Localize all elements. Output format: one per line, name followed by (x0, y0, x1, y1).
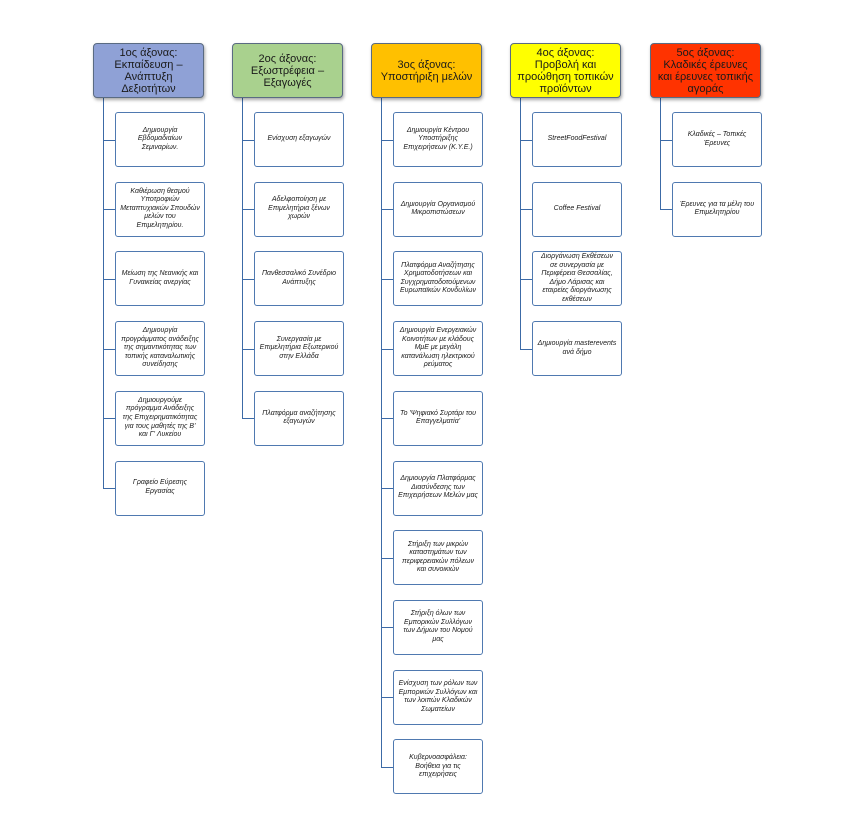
action-item: Συνεργασία με Επιμελητήρια Εξωτερικού στ… (254, 321, 344, 377)
connector-trunk (660, 98, 661, 210)
action-item: Πλατφόρμα αναζήτησης εξαγωγών (254, 390, 344, 446)
connector-branch (103, 278, 115, 280)
action-item-label: Διοργάνωση Εκθέσεων σε συνεργασία με Περ… (541, 253, 613, 304)
action-item-label: Δημιουργία masterevents ανά δήμο (537, 340, 617, 356)
connector-branch (660, 209, 672, 211)
action-item: Αδελφοποίηση με Επιμελητήρια ξένων χωρών (254, 181, 344, 237)
action-item: Στήριξη όλων των Εμπορικών Συλλόγων των … (393, 599, 483, 655)
connector-branch (520, 209, 532, 211)
connector-branch (381, 697, 393, 699)
action-item-label: Ενίσχυση εξαγωγών (267, 135, 331, 143)
action-item-label: Δημιουργία Οργανισμού Μικροπιστώσεων (400, 200, 476, 217)
action-item: Δημιουργία Ενεργειακών Κοινοτήτων με κλά… (393, 321, 483, 377)
axis-title: 4ος άξονας: Προβολή και προώθηση τοπικών… (517, 46, 614, 95)
action-item-label: Δημιουργία Εβδομαδιαίων Σεμιναρίων. (137, 126, 183, 151)
action-item: Coffee Festival (532, 181, 622, 237)
action-item-label: Καθιέρωση θεσμού Υποτροφιών Μεταπτυχιακώ… (120, 187, 200, 230)
connector-branch (242, 418, 254, 420)
action-item-label: Έρευνες για τα μέλη του Επιμελητηρίου (679, 200, 755, 217)
axis-header: 2ος άξονας: Εξωστρέφεια – Εξαγωγές (232, 43, 343, 98)
connector-branch (381, 278, 393, 280)
action-item-label: Δημιουργία Ενεργειακών Κοινοτήτων με κλά… (399, 327, 477, 369)
axis-header: 1ος άξονας: Εκπαίδευση – Ανάπτυξη Δεξιοτ… (93, 43, 204, 98)
action-item-label: StreetFoodFestival (547, 135, 607, 143)
action-item: Ενίσχυση των ρόλων των Εμπορικών Συλλόγω… (393, 669, 483, 725)
action-item: Ενίσχυση εξαγωγών (254, 112, 344, 167)
action-item-label: Μείωση της Νεανικής και Γυναικείας ανεργ… (121, 270, 199, 286)
connector-trunk (381, 98, 382, 767)
connector-branch (381, 139, 393, 141)
action-item-label: Δημιουργία Κέντρου Υποστήριξης Επιχειρήσ… (403, 126, 473, 151)
connector-trunk (520, 98, 521, 349)
action-item: StreetFoodFestival (532, 112, 622, 167)
action-item-label: Στήριξη των μικρών καταστημάτων των περι… (402, 540, 474, 574)
action-item: Καθιέρωση θεσμού Υποτροφιών Μεταπτυχιακώ… (115, 181, 205, 237)
connector-branch (381, 766, 393, 768)
action-item: Δημιουργία masterevents ανά δήμο (532, 321, 622, 377)
action-item-label: Coffee Festival (553, 204, 601, 212)
action-item: Έρευνες για τα μέλη του Επιμελητηρίου (672, 181, 762, 237)
action-item-label: Αδελφοποίηση με Επιμελητήρια ξένων χωρών (268, 196, 330, 221)
action-item: Δημιουργία Πλατφόρμας Διασύνδεσης των Επ… (393, 460, 483, 516)
action-item-label: Πλατφόρμα αναζήτησης εξαγωγών (262, 409, 336, 426)
action-item-label: Πλατφόρμα Αναζήτησης Χρηματοδοτήσεων και… (400, 261, 476, 295)
connector-branch (381, 348, 393, 350)
axis-title: 1ος άξονας: Εκπαίδευση – Ανάπτυξη Δεξιοτ… (114, 46, 183, 95)
connector-branch (520, 139, 532, 141)
action-item-label: Το 'Ψηφιακό Συρτάρι του Επαγγελματία' (399, 409, 477, 426)
action-item-label: Γραφείο Εύρεσης Εργασίας (132, 479, 188, 495)
action-item-label: Δημιουργία Πλατφόρμας Διασύνδεσης των Επ… (398, 475, 478, 500)
action-item: Δημιουργούμε πρόγραμμα Ανάδειξης της Επι… (115, 390, 205, 446)
action-item: Δημιουργία Κέντρου Υποστήριξης Επιχειρήσ… (393, 112, 483, 167)
connector-branch (242, 278, 254, 280)
connector-trunk (103, 98, 104, 488)
action-item: Μείωση της Νεανικής και Γυναικείας ανεργ… (115, 251, 205, 307)
action-item-label: Ενίσχυση των ρόλων των Εμπορικών Συλλόγω… (398, 679, 478, 713)
connector-branch (103, 488, 115, 489)
action-item-label: Κλαδικές – Τοπικές Έρευνες (687, 130, 747, 147)
connector-branch (381, 557, 393, 559)
axis-title: 2ος άξονας: Εξωστρέφεια – Εξαγωγές (250, 52, 325, 89)
connector-branch (381, 627, 393, 629)
connector-branch (381, 418, 393, 420)
action-item: Στήριξη των μικρών καταστημάτων των περι… (393, 530, 483, 586)
connector-branch (520, 278, 532, 280)
axis-header: 4ος άξονας: Προβολή και προώθηση τοπικών… (510, 43, 621, 98)
action-item: Δημιουργία Εβδομαδιαίων Σεμιναρίων. (115, 112, 205, 167)
connector-branch (103, 418, 115, 420)
action-item: Δημιουργία Οργανισμού Μικροπιστώσεων (393, 181, 483, 237)
axis-header: 5ος άξονας: Κλαδικές έρευνες και έρευνες… (650, 43, 761, 98)
action-item: Γραφείο Εύρεσης Εργασίας (115, 460, 205, 516)
action-item-label: Συνεργασία με Επιμελητήρια Εξωτερικού στ… (259, 335, 339, 360)
action-item: Δημιουργία προγράμματος ανάδειξης της ση… (115, 321, 205, 377)
action-item: Διοργάνωση Εκθέσεων σε συνεργασία με Περ… (532, 251, 622, 307)
connector-branch (242, 139, 254, 141)
action-item-label: Κυβερνοασφάλεια: Βοήθεια για τις επιχειρ… (409, 753, 467, 779)
connector-branch (381, 209, 393, 211)
action-item: Κυβερνοασφάλεια: Βοήθεια για τις επιχειρ… (393, 739, 483, 795)
action-item-label: Στήριξη όλων των Εμπορικών Συλλόγων των … (403, 610, 473, 643)
axis-title: 5ος άξονας: Κλαδικές έρευνες και έρευνες… (657, 46, 754, 95)
connector-trunk (242, 98, 243, 419)
action-item: Πλατφόρμα Αναζήτησης Χρηματοδοτήσεων και… (393, 251, 483, 307)
action-item: Πανθεσσαλικό Συνέδριο Ανάπτυξης (254, 251, 344, 307)
action-item-label: Δημιουργία προγράμματος ανάδειξης της ση… (121, 327, 199, 369)
action-item: Το 'Ψηφιακό Συρτάρι του Επαγγελματία' (393, 390, 483, 446)
action-item-label: Δημιουργούμε πρόγραμμα Ανάδειξης της Επι… (122, 396, 198, 439)
connector-branch (660, 139, 672, 141)
axis-title: 3ος άξονας: Υποστήριξη μελών (380, 58, 473, 83)
connector-branch (103, 139, 115, 141)
connector-branch (520, 348, 532, 350)
connector-branch (103, 209, 115, 211)
connector-branch (242, 209, 254, 211)
action-item-label: Πανθεσσαλικό Συνέδριο Ανάπτυξης (261, 270, 337, 286)
axis-header: 3ος άξονας: Υποστήριξη μελών (371, 43, 482, 98)
connector-branch (103, 348, 115, 350)
connector-branch (381, 488, 393, 489)
action-item: Κλαδικές – Τοπικές Έρευνες (672, 112, 762, 167)
connector-branch (242, 348, 254, 350)
